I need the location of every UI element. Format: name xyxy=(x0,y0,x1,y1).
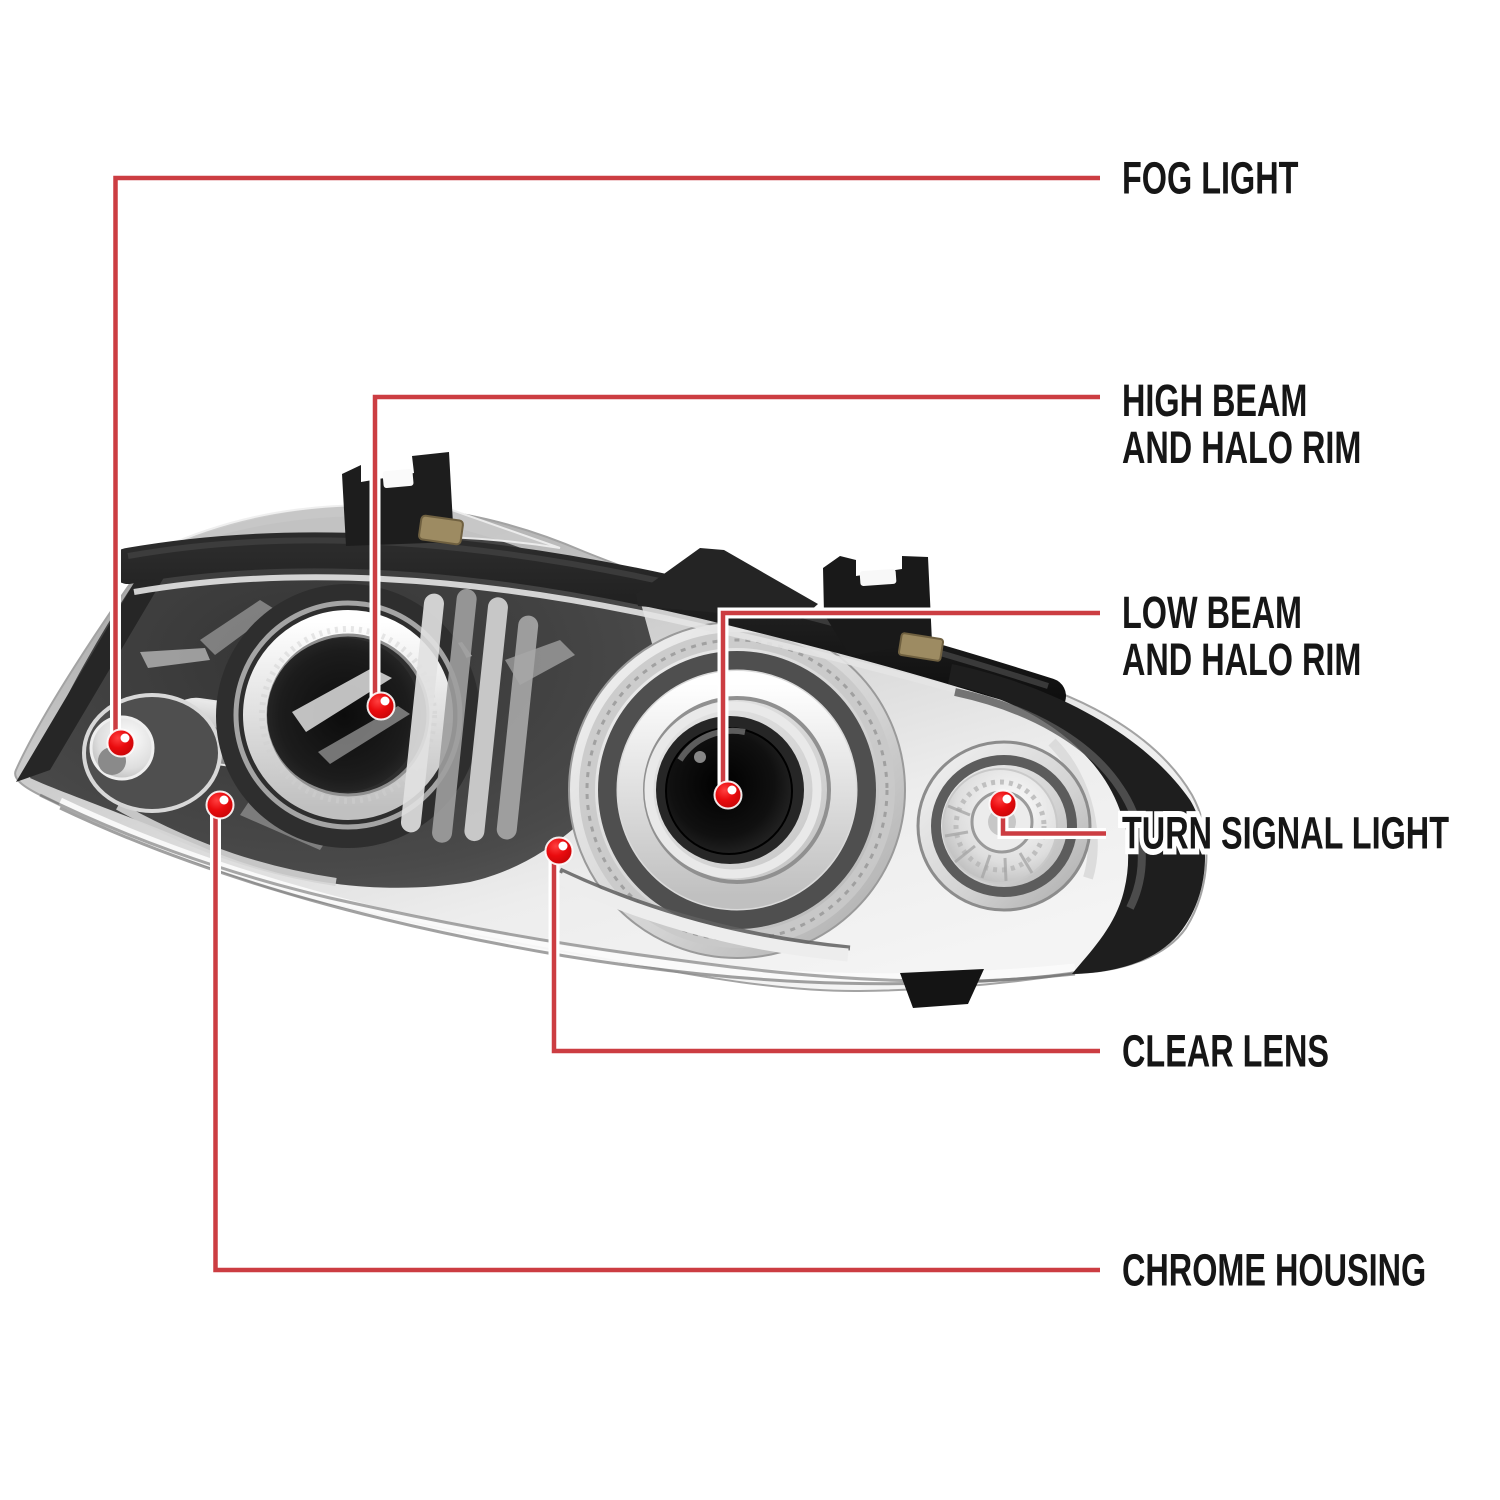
label-turn-signal: TURN SIGNAL LIGHT xyxy=(1122,810,1449,857)
turn-signal-marker-dot xyxy=(988,789,1018,819)
right-housing-rim xyxy=(900,664,1206,1008)
label-high-beam-line2: AND HALO RIM xyxy=(1122,422,1362,473)
low-beam-leader-line xyxy=(720,610,1100,791)
leader-lines xyxy=(110,172,1106,1276)
label-fog-light: FOG LIGHT xyxy=(1122,155,1298,202)
headlight-body xyxy=(14,452,1208,1008)
low-beam-marker-dot xyxy=(713,780,743,810)
label-low-beam: LOW BEAM AND HALO RIM xyxy=(1122,589,1361,683)
fog-light-marker-dot xyxy=(106,728,136,758)
high-beam-marker-dot xyxy=(366,691,396,721)
label-clear-lens-text: CLEAR LENS xyxy=(1122,1025,1330,1077)
marker-dots xyxy=(106,691,1018,866)
clear-lens-marker-dot xyxy=(544,836,574,866)
chrome-collar-ribs xyxy=(400,588,539,843)
label-chrome-housing: CHROME HOUSING xyxy=(1122,1247,1426,1294)
clear-lens-leader-line xyxy=(551,853,1100,1054)
label-low-beam-line1: LOW BEAM xyxy=(1122,587,1302,638)
chrome-housing-leader-line xyxy=(213,807,1100,1273)
label-turn-signal-text: TURN SIGNAL LIGHT xyxy=(1122,810,1449,857)
mounting-bracket-middle xyxy=(636,548,945,662)
label-high-beam: HIGH BEAM AND HALO RIM xyxy=(1122,377,1361,471)
chrome-housing-marker-dot xyxy=(205,790,235,820)
label-high-beam-line1: HIGH BEAM xyxy=(1122,375,1308,426)
label-low-beam-line2: AND HALO RIM xyxy=(1122,634,1362,685)
label-chrome-housing-text: CHROME HOUSING xyxy=(1122,1244,1427,1296)
fog-light-leader-line xyxy=(113,175,1100,740)
label-fog-light-text: FOG LIGHT xyxy=(1122,152,1299,204)
label-clear-lens: CLEAR LENS xyxy=(1122,1028,1329,1075)
high-beam-leader-line xyxy=(372,394,1100,703)
mounting-bracket-left xyxy=(342,452,464,546)
